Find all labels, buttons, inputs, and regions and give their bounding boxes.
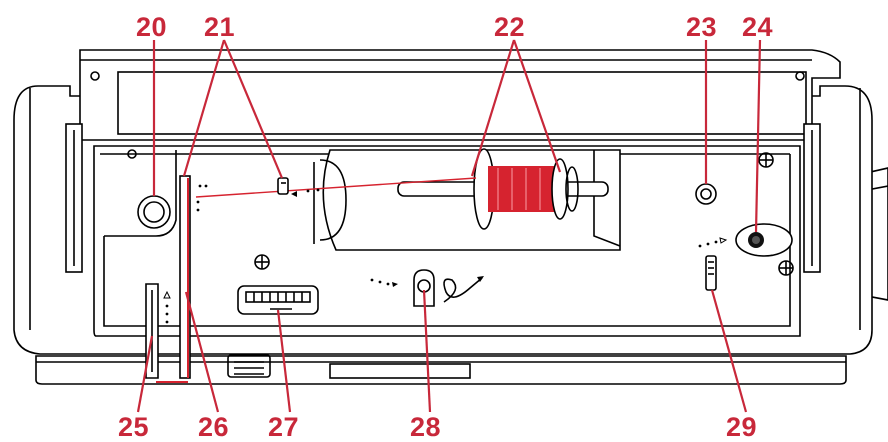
callout-27: 27 [268,412,300,442]
top-lid [79,49,841,141]
callout-25: 25 [118,412,150,442]
callout-28: 28 [410,412,442,442]
callout-22: 22 [494,12,526,42]
callout-21: 21 [204,12,236,42]
emblem-mark [227,354,271,378]
thread-spool [488,158,579,220]
bobbin-thread-cutter [698,237,728,291]
threading-path-marks [195,177,477,212]
bobbin-spindle [735,223,793,257]
spool-compartment [313,149,621,251]
plus-screw-icon [778,260,794,276]
thread-take-up-icon [370,269,484,307]
callout-26: 26 [198,412,230,442]
plus-screw-icon [254,254,270,270]
callout-29: 29 [726,412,758,442]
callout-24: 24 [742,12,774,42]
thread-tension-dial-icon [237,285,319,315]
thread-guide-cap [695,183,717,205]
callout-leaders [136,39,762,413]
callout-23: 23 [686,12,718,42]
lid-hinges [65,123,821,273]
plus-screw-icon [758,152,774,168]
thread-guide-icon [277,177,289,195]
callout-20: 20 [136,12,168,42]
